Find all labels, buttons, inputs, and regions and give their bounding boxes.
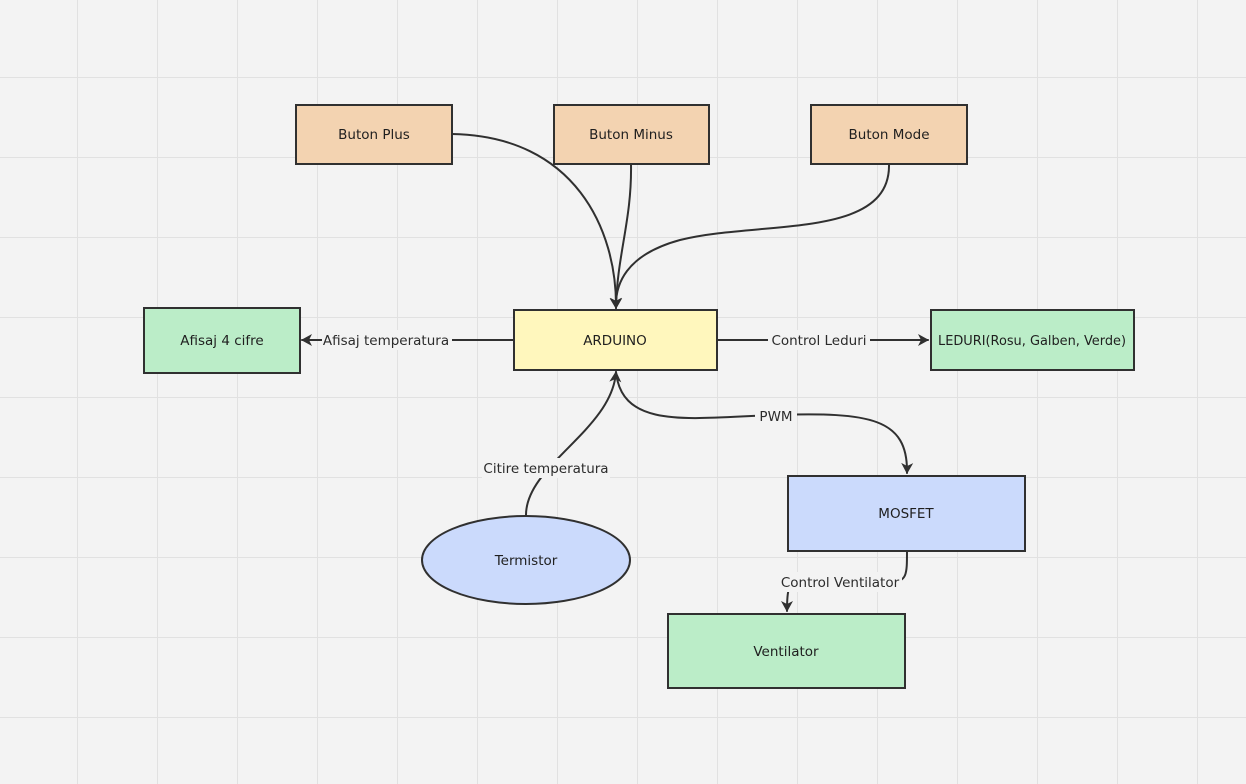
label-afisaj-temperatura: Afisaj temperatura — [322, 330, 452, 350]
label-pwm: PWM — [755, 406, 797, 426]
nodes: Buton Plus Buton Minus Buton Mode ARDUIN… — [143, 104, 1135, 689]
node-ventilator[interactable]: Ventilator — [667, 613, 906, 689]
node-leduri[interactable]: LEDURI(Rosu, Galben, Verde) — [930, 309, 1135, 371]
label-control-ventilator: Control Ventilator — [778, 572, 902, 592]
node-buton-minus[interactable]: Buton Minus — [553, 104, 710, 165]
label-citire-temperatura-text: Citire temperatura — [483, 461, 608, 477]
node-buton-minus-label: Buton Minus — [589, 127, 673, 143]
node-mosfet[interactable]: MOSFET — [787, 475, 1026, 552]
node-afisaj-shape — [143, 307, 301, 374]
connector-labels: Afisaj temperatura Control Leduri PWM Ci… — [322, 330, 902, 592]
node-mosfet-label: MOSFET — [878, 506, 934, 522]
node-buton-plus[interactable]: Buton Plus — [295, 104, 453, 165]
label-control-leduri-text: Control Leduri — [771, 333, 866, 349]
edge-mode-to-arduino[interactable] — [609, 163, 891, 309]
node-termistor[interactable]: Termistor — [421, 515, 631, 605]
node-arduino[interactable]: ARDUINO — [513, 309, 718, 371]
node-buton-mode-shape — [810, 104, 968, 165]
node-buton-mode[interactable]: Buton Mode — [810, 104, 968, 165]
node-leduri-shape — [930, 309, 1135, 371]
label-control-ventilator-text: Control Ventilator — [781, 575, 900, 591]
node-leduri-label: LEDURI(Rosu, Galben, Verde) — [938, 333, 1126, 349]
node-mosfet-shape — [787, 475, 1026, 552]
node-arduino-shape — [513, 309, 718, 371]
node-ventilator-label: Ventilator — [753, 644, 819, 660]
node-ventilator-shape — [667, 613, 906, 689]
node-buton-plus-shape — [295, 104, 453, 165]
label-afisaj-temperatura-text: Afisaj temperatura — [323, 333, 449, 349]
node-arduino-label: ARDUINO — [583, 333, 647, 349]
node-buton-mode-label: Buton Mode — [849, 127, 930, 143]
node-termistor-label: Termistor — [494, 553, 558, 569]
node-afisaj[interactable]: Afisaj 4 cifre — [143, 307, 301, 374]
edge-plus-to-arduino[interactable] — [451, 133, 623, 309]
node-buton-plus-label: Buton Plus — [338, 127, 410, 143]
node-buton-minus-shape — [553, 104, 710, 165]
edge-termistor-to-arduino[interactable] — [525, 371, 622, 516]
node-termistor-shape — [421, 515, 631, 605]
label-control-leduri: Control Leduri — [768, 330, 870, 350]
label-pwm-text: PWM — [759, 409, 792, 425]
node-afisaj-label: Afisaj 4 cifre — [180, 333, 263, 349]
label-citire-temperatura: Citire temperatura — [482, 458, 610, 478]
